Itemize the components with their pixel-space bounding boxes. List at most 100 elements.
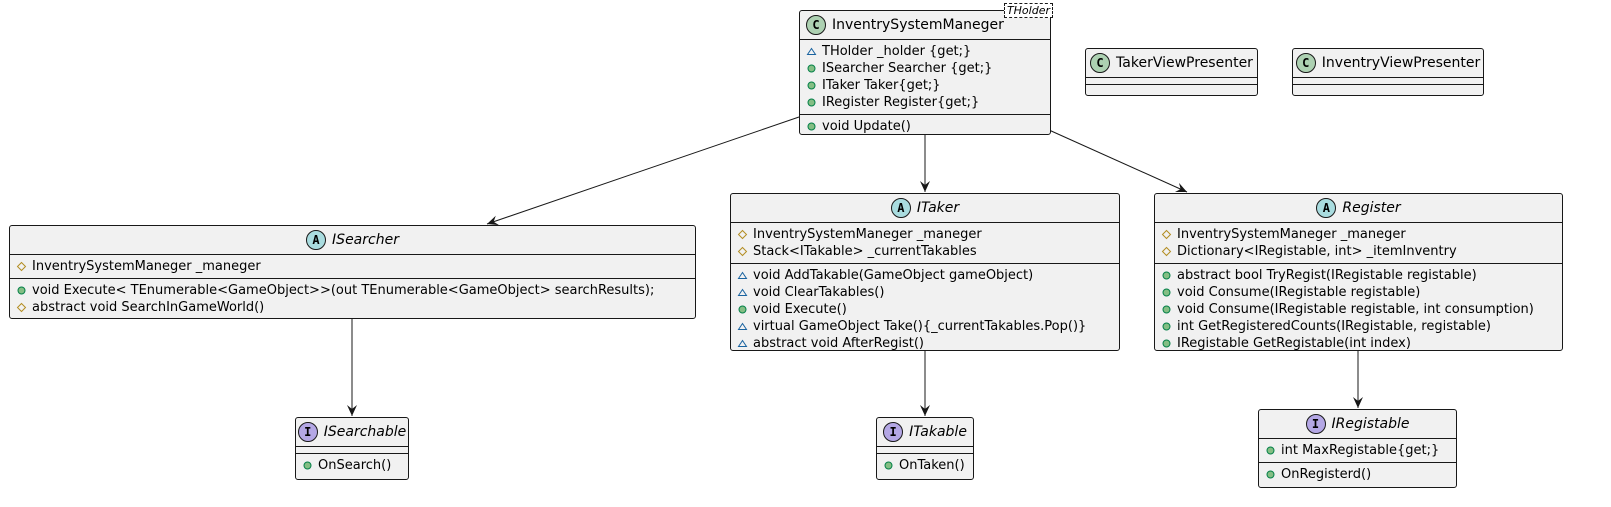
member-text: InventrySystemManeger _maneger (753, 227, 982, 242)
methods-compartment: void Execute< TEnumerable<GameObject>>(o… (10, 278, 695, 319)
member-text: Dictionary<IRegistable, int> _itemInvent… (1177, 244, 1457, 259)
fields-compartment (877, 446, 973, 453)
class-name: Register (1342, 200, 1401, 216)
interface-badge-icon: I (297, 422, 318, 442)
methods-compartment: OnRegisterd() (1259, 462, 1456, 486)
member-text: InventrySystemManeger _maneger (32, 259, 261, 274)
member-text: void Update() (822, 119, 911, 134)
class-name: ISearchable (323, 424, 407, 440)
interface-isearchable[interactable]: I ISearchable OnSearch() (295, 417, 409, 480)
class-inventry-view-presenter[interactable]: C InventryViewPresenter (1292, 48, 1484, 96)
member-text: void Consume(IRegistable registable, int… (1177, 302, 1534, 317)
protected-visibility-icon (737, 229, 748, 240)
member-text: void Execute< TEnumerable<GameObject>>(o… (32, 283, 655, 298)
member-text: void Execute() (753, 302, 847, 317)
method-row: void Execute< TEnumerable<GameObject>>(o… (10, 282, 695, 299)
package-visibility-icon (737, 287, 748, 298)
field-row: ITaker Taker{get;} (800, 77, 1050, 94)
field-row: InventrySystemManeger _maneger (731, 226, 1119, 243)
methods-compartment: OnSearch() (296, 453, 408, 477)
public-visibility-icon (1161, 304, 1172, 315)
field-row: Stack<ITakable> _currentTakables (731, 243, 1119, 260)
public-visibility-icon (806, 121, 817, 132)
class-badge-icon: C (1295, 53, 1316, 73)
methods-compartment: OnTaken() (877, 453, 973, 477)
method-row: void AddTakable(GameObject gameObject) (731, 267, 1119, 284)
class-badge-icon: C (1090, 53, 1111, 73)
public-visibility-icon (806, 97, 817, 108)
public-visibility-icon (1161, 287, 1172, 298)
fields-compartment: InventrySystemManeger _maneger (10, 254, 695, 278)
package-visibility-icon (737, 338, 748, 349)
methods-compartment: void Update() (800, 114, 1050, 138)
method-row: OnTaken() (877, 457, 973, 474)
method-row: void ClearTakables() (731, 284, 1119, 301)
protected-visibility-icon (1161, 229, 1172, 240)
class-name: InventrySystemManeger (832, 17, 1004, 33)
interface-itakable[interactable]: I ITakable OnTaken() (876, 417, 974, 480)
member-text: void AddTakable(GameObject gameObject) (753, 268, 1034, 283)
field-row: Dictionary<IRegistable, int> _itemInvent… (1155, 243, 1562, 260)
class-name: TakerViewPresenter (1116, 55, 1253, 71)
member-text: int GetRegisteredCounts(IRegistable, reg… (1177, 319, 1491, 334)
fields-compartment: THolder _holder {get;}ISearcher Searcher… (800, 39, 1050, 114)
field-row: IRegister Register{get;} (800, 94, 1050, 111)
fields-compartment (296, 446, 408, 453)
protected-visibility-icon (16, 302, 27, 313)
member-text: abstract void AfterRegist() (753, 336, 924, 351)
class-inventry-system-maneger[interactable]: C InventrySystemManeger THolder THolder … (799, 3, 1053, 138)
package-visibility-icon (806, 46, 817, 57)
public-visibility-icon (1161, 321, 1172, 332)
abstract-class-register[interactable]: A Register InventrySystemManeger _manege… (1154, 193, 1563, 351)
type-parameter: THolder (1003, 3, 1053, 18)
protected-visibility-icon (1161, 246, 1172, 257)
class-name: IRegistable (1331, 416, 1410, 432)
abstract-class-isearcher[interactable]: A ISearcher InventrySystemManeger _maneg… (9, 225, 696, 319)
method-row: void Consume(IRegistable registable) (1155, 284, 1562, 301)
member-text: abstract bool TryRegist(IRegistable regi… (1177, 268, 1477, 283)
field-row: ISearcher Searcher {get;} (800, 60, 1050, 77)
public-visibility-icon (883, 460, 894, 471)
class-name: ITaker (916, 200, 960, 216)
public-visibility-icon (1265, 469, 1276, 480)
method-row: abstract void SearchInGameWorld() (10, 299, 695, 316)
member-text: void Consume(IRegistable registable) (1177, 285, 1421, 300)
arrow-maneger-to-register (1048, 129, 1188, 193)
method-row: void Consume(IRegistable registable, int… (1155, 301, 1562, 318)
class-name: ITakable (909, 424, 967, 440)
member-text: OnRegisterd() (1281, 467, 1372, 482)
class-badge-icon: C (806, 15, 826, 35)
package-visibility-icon (737, 321, 748, 332)
method-row: abstract bool TryRegist(IRegistable regi… (1155, 267, 1562, 284)
class-taker-view-presenter[interactable]: C TakerViewPresenter (1085, 48, 1258, 96)
public-visibility-icon (1161, 270, 1172, 281)
arrow-maneger-to-isearcher (486, 116, 800, 226)
public-visibility-icon (16, 285, 27, 296)
member-text: IRegister Register{get;} (822, 95, 980, 110)
public-visibility-icon (737, 304, 748, 315)
member-text: abstract void SearchInGameWorld() (32, 300, 265, 315)
interface-badge-icon: I (1305, 414, 1326, 434)
abstract-badge-icon: A (1316, 198, 1337, 218)
class-name: InventryViewPresenter (1321, 55, 1481, 71)
interface-badge-icon: I (883, 422, 904, 442)
member-text: THolder _holder {get;} (822, 44, 972, 59)
package-visibility-icon (737, 270, 748, 281)
method-row: abstract void AfterRegist() (731, 335, 1119, 352)
member-text: Stack<ITakable> _currentTakables (753, 244, 977, 259)
public-visibility-icon (302, 460, 313, 471)
interface-iregistable[interactable]: I IRegistable int MaxRegistable{get;}OnR… (1258, 409, 1457, 488)
field-row: THolder _holder {get;} (800, 43, 1050, 60)
member-text: IRegistable GetRegistable(int index) (1177, 336, 1411, 351)
method-row: virtual GameObject Take(){_currentTakabl… (731, 318, 1119, 335)
public-visibility-icon (806, 63, 817, 74)
field-row: InventrySystemManeger _maneger (10, 258, 695, 275)
methods-compartment: void AddTakable(GameObject gameObject)vo… (731, 263, 1119, 355)
abstract-badge-icon: A (306, 230, 327, 250)
member-text: virtual GameObject Take(){_currentTakabl… (753, 319, 1087, 334)
member-text: OnTaken() (899, 458, 965, 473)
